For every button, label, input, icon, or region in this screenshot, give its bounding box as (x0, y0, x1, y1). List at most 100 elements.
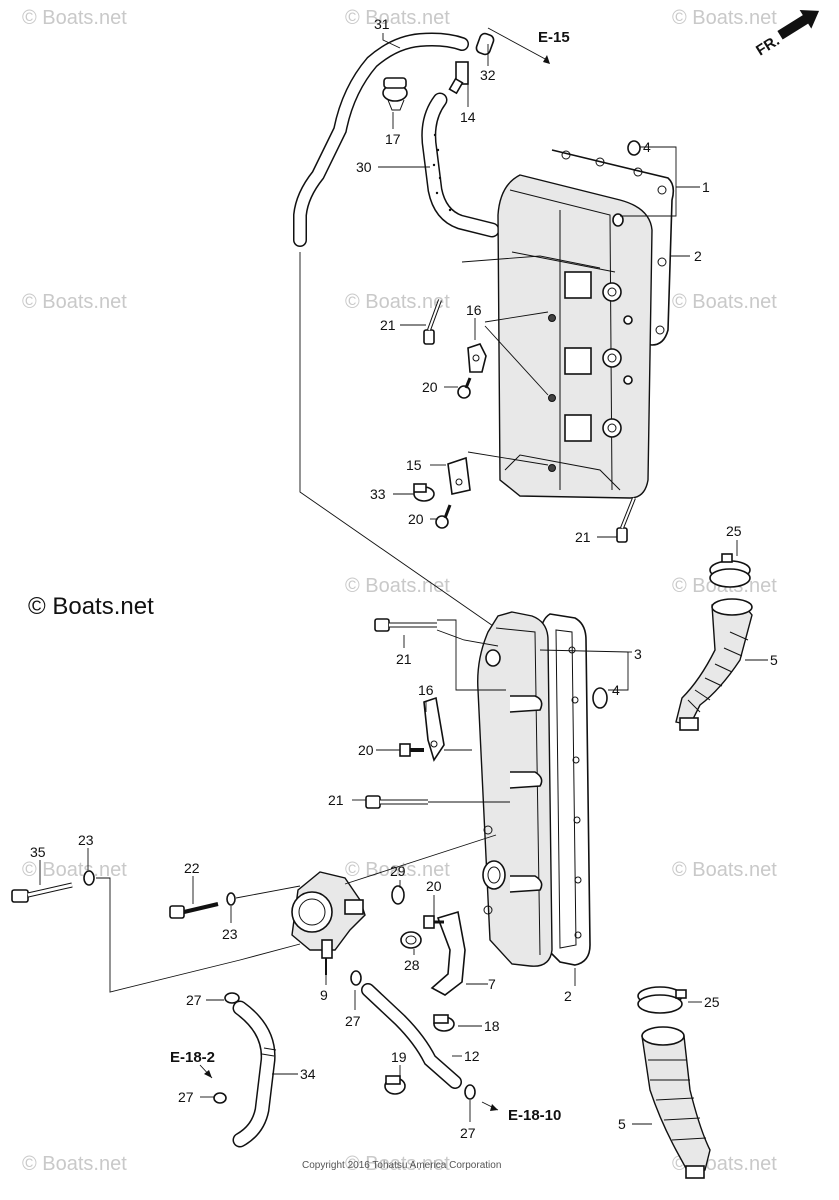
hose-34 (232, 1000, 277, 1148)
reference-arrows (199, 55, 550, 1111)
callout-5: 5 (618, 1116, 626, 1132)
throttle-valve-9 (291, 871, 366, 975)
callout-34: 34 (300, 1066, 316, 1082)
callout-20: 20 (408, 511, 424, 527)
callout-21: 21 (328, 792, 344, 808)
callout-29: 29 (390, 863, 406, 879)
watermark: © Boats.net (345, 575, 450, 597)
callout-27: 27 (178, 1089, 194, 1105)
clamp-27-bottom-left (213, 1092, 227, 1104)
bracket-16-lower (423, 696, 445, 762)
callout-20: 20 (358, 742, 374, 758)
callout-4: 4 (643, 139, 651, 155)
bolt-20-bracket (423, 915, 444, 929)
callout-22: 22 (184, 860, 200, 876)
watermark: © Boats.net (345, 291, 450, 313)
callout-33: 33 (370, 486, 386, 502)
breather-hose-31 (293, 32, 469, 247)
leader-line (344, 834, 497, 885)
clip-19 (384, 1075, 406, 1095)
watermark: © Boats.net (672, 7, 777, 29)
clip-18 (433, 1014, 455, 1032)
bolt-22 (169, 902, 219, 919)
callout-12: 12 (464, 1048, 480, 1064)
copyright-notice: Copyright 2016 Tohatsu America Corporati… (302, 1160, 501, 1171)
callout-27: 27 (345, 1013, 361, 1029)
bolt-21-lower-top (374, 618, 437, 632)
callout-30: 30 (356, 159, 372, 175)
callout-19: 19 (391, 1049, 407, 1065)
callout-31: 31 (374, 16, 390, 32)
o-ring-29 (391, 885, 405, 905)
reference-e15: E-15 (538, 29, 570, 46)
callout-27: 27 (186, 992, 202, 1008)
cylinder-head-cover-lower (477, 611, 608, 967)
breather-hose-30 (421, 92, 500, 238)
callout-18: 18 (484, 1018, 500, 1034)
clip-33 (413, 483, 435, 502)
reference-e18-2: E-18-2 (170, 1049, 215, 1066)
callout-17: 17 (385, 131, 401, 147)
front-label: FR. (753, 32, 783, 59)
bolt-21-upper-right (616, 497, 636, 543)
clamp-25-lower (637, 986, 687, 1014)
watermark: © Boats.net (672, 291, 777, 313)
callout-15: 15 (406, 457, 422, 473)
callout-27: 27 (460, 1125, 476, 1141)
callout-20: 20 (422, 379, 438, 395)
callout-25: 25 (704, 994, 720, 1010)
callout-21: 21 (396, 651, 412, 667)
clamp-27-top-mid (350, 970, 362, 986)
reference-e18-10: E-18-10 (508, 1107, 561, 1124)
callout-35: 35 (30, 844, 46, 860)
bracket-16-upper (467, 343, 487, 373)
callout-21: 21 (380, 317, 396, 333)
intake-duct-5-lower (641, 1026, 711, 1179)
washer-23-right (226, 892, 236, 906)
watermark: © Boats.net (345, 7, 450, 29)
callout-2: 2 (564, 988, 572, 1004)
clamp-25-upper (709, 553, 751, 588)
callout-21: 21 (575, 529, 591, 545)
watermark: © Boats.net (345, 1153, 450, 1175)
callout-23: 23 (222, 926, 238, 942)
callout-25: 25 (726, 523, 742, 539)
bolt-21-lower-middle (365, 795, 428, 809)
hose-cap-32 (475, 32, 495, 56)
watermark: © Boats.net (22, 1153, 127, 1175)
leader-lines (39, 27, 768, 1125)
callout-16: 16 (466, 302, 482, 318)
cylinder-head-cover-upper (497, 140, 675, 499)
callout-7: 7 (488, 976, 496, 992)
callout-4: 4 (612, 682, 620, 698)
washer-23-left (83, 870, 95, 886)
intake-duct-5-upper (675, 598, 753, 731)
callout-14: 14 (460, 109, 476, 125)
bolt-20-lower-cover (399, 743, 424, 757)
hose-12 (361, 983, 462, 1089)
callout-5: 5 (770, 652, 778, 668)
callout-9: 9 (320, 987, 328, 1003)
callout-20: 20 (426, 878, 442, 894)
clamp-28 (400, 931, 422, 949)
watermark: © Boats.net (22, 291, 127, 313)
callout-28: 28 (404, 957, 420, 973)
bracket-7 (430, 910, 466, 996)
bolt-35 (11, 882, 73, 903)
callout-1: 1 (702, 179, 710, 195)
hose-joint-14 (448, 61, 469, 95)
bolt-21-upper-left (423, 299, 442, 345)
reference-labels: E-15 E-18-2 E-18-10 (170, 29, 570, 1124)
watermark: © Boats.net (22, 859, 127, 881)
bolt-20-lower (435, 504, 452, 529)
hose-clip-17 (382, 77, 408, 111)
watermark: © Boats.net (22, 7, 127, 29)
front-arrow-icon (777, 9, 820, 40)
leader-line (235, 885, 301, 899)
leader-line (96, 877, 301, 993)
callout-16: 16 (418, 682, 434, 698)
callout-23: 23 (78, 832, 94, 848)
callout-labels: 31 32 14 17 30 4 1 2 21 16 20 15 33 20 2… (30, 16, 778, 1141)
clamp-27-top-left (224, 992, 240, 1004)
